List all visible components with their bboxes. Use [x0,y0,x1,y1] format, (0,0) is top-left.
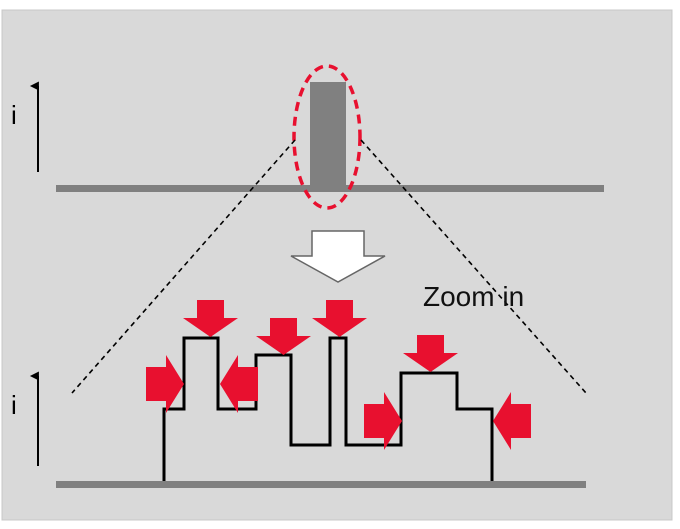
red-block-arrow-icon [220,355,258,413]
zoom-guide-right [360,139,587,394]
red-block-arrow-icon [146,355,184,413]
red-block-arrow-icon [364,392,402,450]
red-block-arrow-icon [312,300,367,337]
bottom-axis-label: i [11,390,17,420]
zoom-guide-left [71,139,296,394]
zoomed-current-trace [162,336,494,481]
pulse-highlight-ellipse [292,64,362,210]
down-block-arrow-icon [290,230,386,283]
current-pulse [310,82,346,190]
red-block-arrow-icon [256,318,311,355]
red-block-arrow-icon [403,335,458,372]
red-block-arrow-icon [493,392,531,450]
bottom-baseline [56,481,586,488]
zoom-in-label: Zoom in [423,281,524,312]
red-block-arrow-icon [183,300,238,337]
top-axis-label: i [11,100,17,130]
